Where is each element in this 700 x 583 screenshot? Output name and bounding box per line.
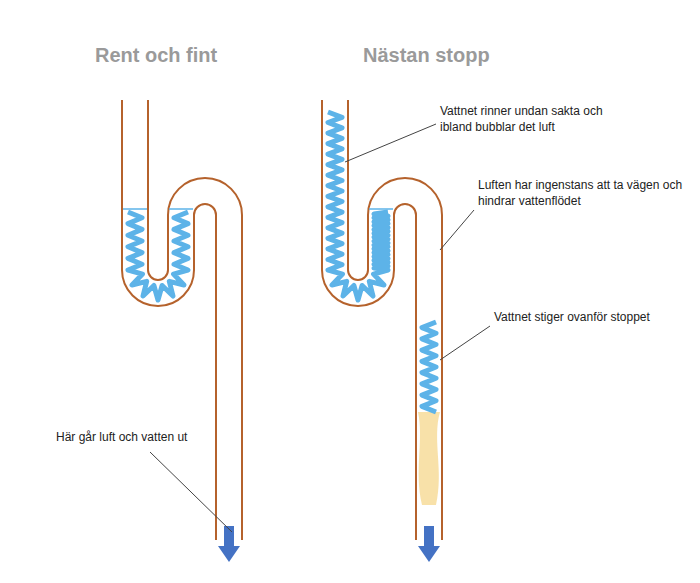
clean-trap bbox=[135, 98, 229, 542]
water-squiggle bbox=[128, 212, 188, 300]
water-squiggle bbox=[422, 322, 436, 412]
panel-title: Rent och fint bbox=[95, 42, 217, 68]
leader-line bbox=[440, 326, 490, 360]
panel-title: Nästan stopp bbox=[363, 42, 490, 68]
pipe-bore bbox=[335, 98, 429, 542]
callout-note: Vattnet rinner undan sakta och ibland bu… bbox=[440, 104, 625, 135]
pipe-wall bbox=[335, 100, 429, 540]
water-squiggle bbox=[328, 112, 388, 300]
callout-note: Vattnet stiger ovanför stoppet bbox=[494, 310, 694, 326]
water-level bbox=[369, 208, 393, 210]
leader-line bbox=[345, 124, 436, 162]
water-level bbox=[169, 208, 193, 210]
pipes bbox=[135, 98, 440, 542]
outlet-arrow bbox=[218, 526, 240, 562]
water-level bbox=[123, 208, 147, 210]
outlet-arrows bbox=[218, 526, 440, 562]
leader-lines bbox=[150, 124, 490, 532]
callout-note: Här går luft och vatten ut bbox=[56, 430, 256, 446]
clogged-trap bbox=[335, 98, 440, 542]
leader-line bbox=[440, 210, 474, 250]
pipe-bore bbox=[135, 98, 229, 542]
water-level-lines bbox=[123, 208, 393, 210]
leader-line bbox=[150, 452, 232, 532]
callout-note: Luften har ingenstans att ta vägen och h… bbox=[478, 178, 693, 209]
clog bbox=[418, 412, 440, 505]
pipe-wall bbox=[135, 100, 229, 540]
outlet-arrow bbox=[418, 526, 440, 562]
water bbox=[128, 112, 436, 412]
